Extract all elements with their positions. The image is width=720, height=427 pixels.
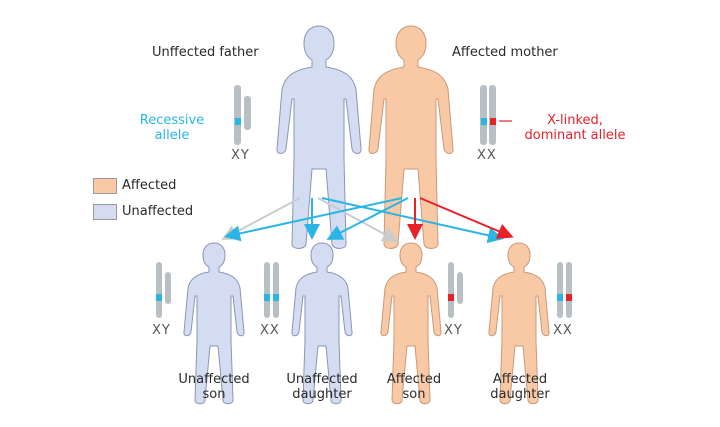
recessive-allele-label: Recessive allele	[139, 113, 205, 143]
child-label-line1: Unaffected	[178, 372, 250, 387]
child-label-unaffected-son: Unaffected son	[164, 372, 264, 402]
mother-figure	[368, 25, 454, 249]
father-recessive-marker	[235, 118, 241, 125]
daughter1-chromosomes	[264, 262, 279, 318]
son1-chromosome-label: XY	[152, 323, 171, 338]
child-label-line2: daughter	[292, 387, 352, 402]
legend-unaffected-label: Unaffected	[122, 204, 194, 219]
mother-recessive-marker	[481, 118, 487, 125]
child-label-affected-son: Affected son	[366, 372, 462, 402]
daughter1-chromosome-label: XX	[260, 323, 280, 338]
father-chromosome-label: XY	[231, 148, 250, 163]
child-label-line1: Unaffected	[286, 372, 358, 387]
father-label: Unffected father	[152, 45, 259, 60]
dominant-allele-label: X-linked, dominant allele	[524, 113, 626, 143]
child-label-line2: son	[202, 387, 226, 402]
son1-chromosomes	[156, 262, 171, 318]
arrow-mother-to-daughter2	[419, 197, 514, 239]
mother-dominant-marker	[490, 118, 496, 125]
arrow-father-to-daughter2	[321, 197, 504, 244]
legend-unaffected-swatch	[93, 204, 117, 220]
child-label-line2: daughter	[490, 387, 550, 402]
father-chromosomes	[234, 85, 251, 145]
mother-chromosome-label: XX	[477, 148, 497, 163]
legend-affected-swatch	[93, 178, 117, 194]
mother-label: Affected mother	[452, 45, 558, 60]
child-label-line2: son	[402, 387, 426, 402]
son2-chromosomes	[448, 262, 463, 318]
inheritance-arrows	[221, 197, 514, 244]
daughter2-chromosome-label: XX	[553, 323, 573, 338]
arrow-father-to-son1	[221, 197, 301, 240]
child-label-line1: Affected	[386, 372, 442, 387]
legend-affected-label: Affected	[122, 178, 177, 193]
arrow-mother-to-son1	[224, 197, 403, 242]
child-label-line1: Affected	[492, 372, 548, 387]
child-label-unaffected-daughter: Unaffected daughter	[272, 372, 372, 402]
mother-chromosomes	[480, 85, 496, 145]
daughter2-chromosomes	[557, 262, 572, 318]
arrow-father-to-son2	[317, 197, 399, 242]
child-label-affected-daughter: Affected daughter	[470, 372, 570, 402]
arrow-mother-to-daughter1	[326, 197, 409, 240]
son2-chromosome-label: XY	[444, 323, 463, 338]
